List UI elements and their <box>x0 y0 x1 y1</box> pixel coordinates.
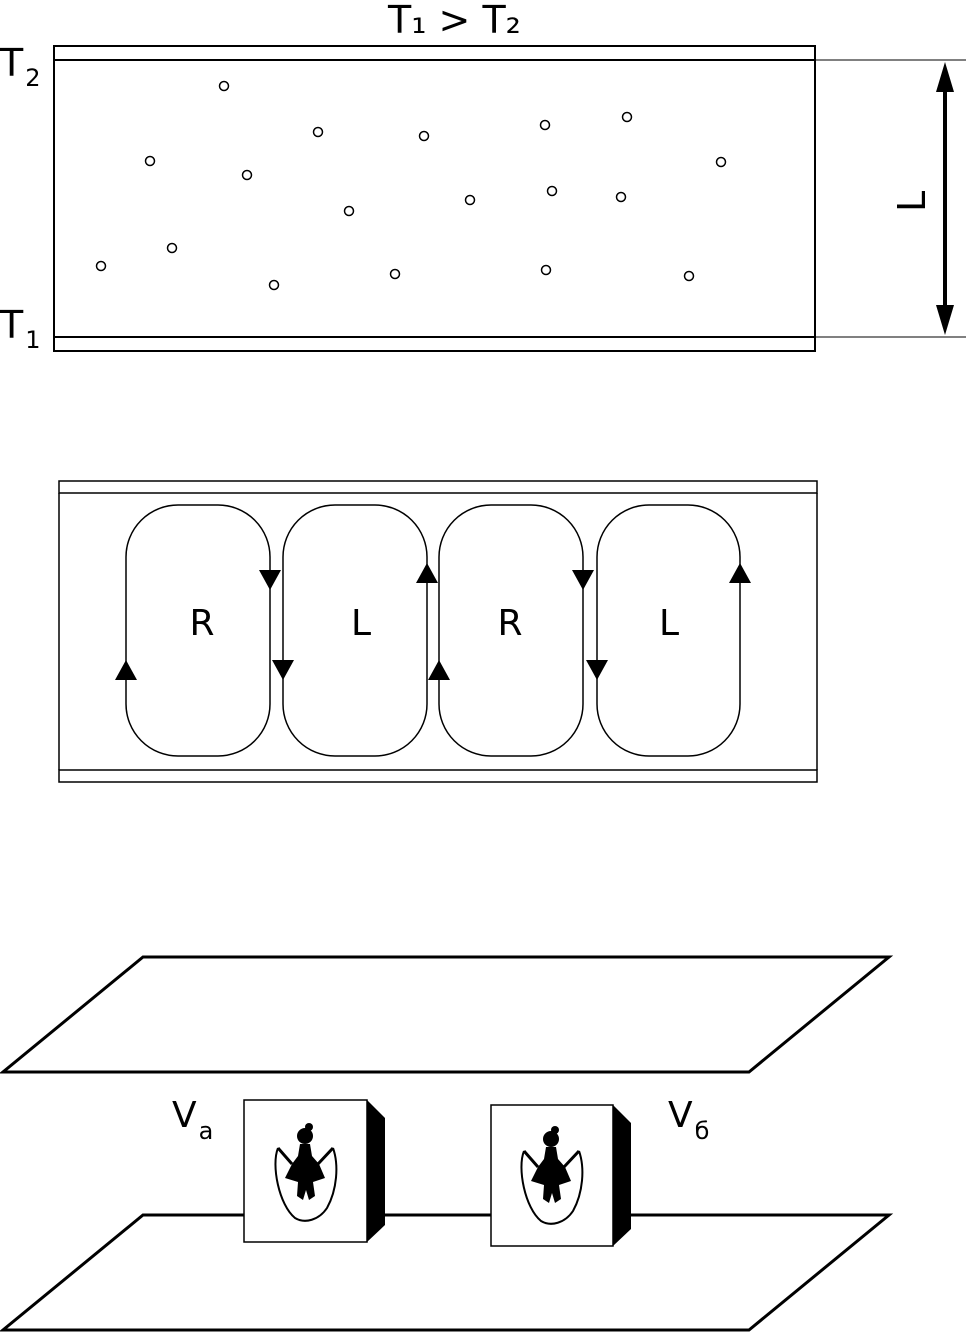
box-b <box>490 1104 631 1247</box>
box-a <box>243 1099 385 1243</box>
convection-cell-3: R <box>428 504 594 757</box>
panel-convection-cells: R L R L <box>58 480 818 783</box>
flow-arrow-up <box>115 660 137 680</box>
flow-arrow-down <box>259 570 281 590</box>
particle <box>166 242 178 254</box>
particle <box>312 126 324 138</box>
particle <box>539 119 551 131</box>
particle <box>615 191 627 203</box>
particle <box>464 194 476 206</box>
particle <box>218 80 230 92</box>
box-b-side <box>613 1105 631 1246</box>
panel-plates-boxes: Va Vб <box>0 955 894 1332</box>
length-dimension-arrow <box>936 62 954 335</box>
top-plate <box>53 45 816 61</box>
convection-cell-2: L <box>272 504 438 757</box>
panel-fluid-layer: T₁ > T₂ L T2 T1 <box>0 0 966 354</box>
top-plate-temp-label: T2 <box>0 41 41 92</box>
particle <box>241 169 253 181</box>
particle <box>144 155 156 167</box>
box-a-side <box>367 1100 385 1242</box>
cell-rotation-label: R <box>497 603 522 644</box>
particle <box>683 270 695 282</box>
flow-arrow-up <box>428 660 450 680</box>
particle <box>95 260 107 272</box>
lower-plane <box>0 1213 894 1332</box>
cell-rotation-label: R <box>189 603 214 644</box>
particle <box>389 268 401 280</box>
cell-rotation-label: L <box>659 603 679 644</box>
cell-top-plate <box>58 480 818 494</box>
particle <box>546 185 558 197</box>
bottom-plate-temp-label: T1 <box>0 303 41 354</box>
particle <box>621 111 633 123</box>
bottom-plate <box>53 336 816 352</box>
length-label: L <box>890 191 934 212</box>
flow-arrow-down <box>272 660 294 680</box>
particle <box>343 205 355 217</box>
convection-cell-4: L <box>586 504 751 757</box>
jump-rope-girl-icon <box>274 1123 338 1222</box>
cell-bottom-plate <box>58 769 818 783</box>
convection-cell-1: R <box>115 504 281 757</box>
cell-rotation-label: L <box>351 603 371 644</box>
flow-arrow-up <box>416 563 438 583</box>
flow-arrow-down <box>572 570 594 590</box>
upper-plane <box>0 955 894 1074</box>
box-a-label: Va <box>172 1095 213 1145</box>
particle <box>418 130 430 142</box>
box-b-label: Vб <box>668 1095 709 1145</box>
flow-arrow-down <box>586 660 608 680</box>
jump-rope-girl-icon <box>520 1126 584 1225</box>
particle <box>540 264 552 276</box>
temp-relation-label: T₁ > T₂ <box>387 0 521 42</box>
particle <box>268 279 280 291</box>
particle <box>715 156 727 168</box>
fluid-particles <box>95 80 727 291</box>
flow-arrow-up <box>729 563 751 583</box>
